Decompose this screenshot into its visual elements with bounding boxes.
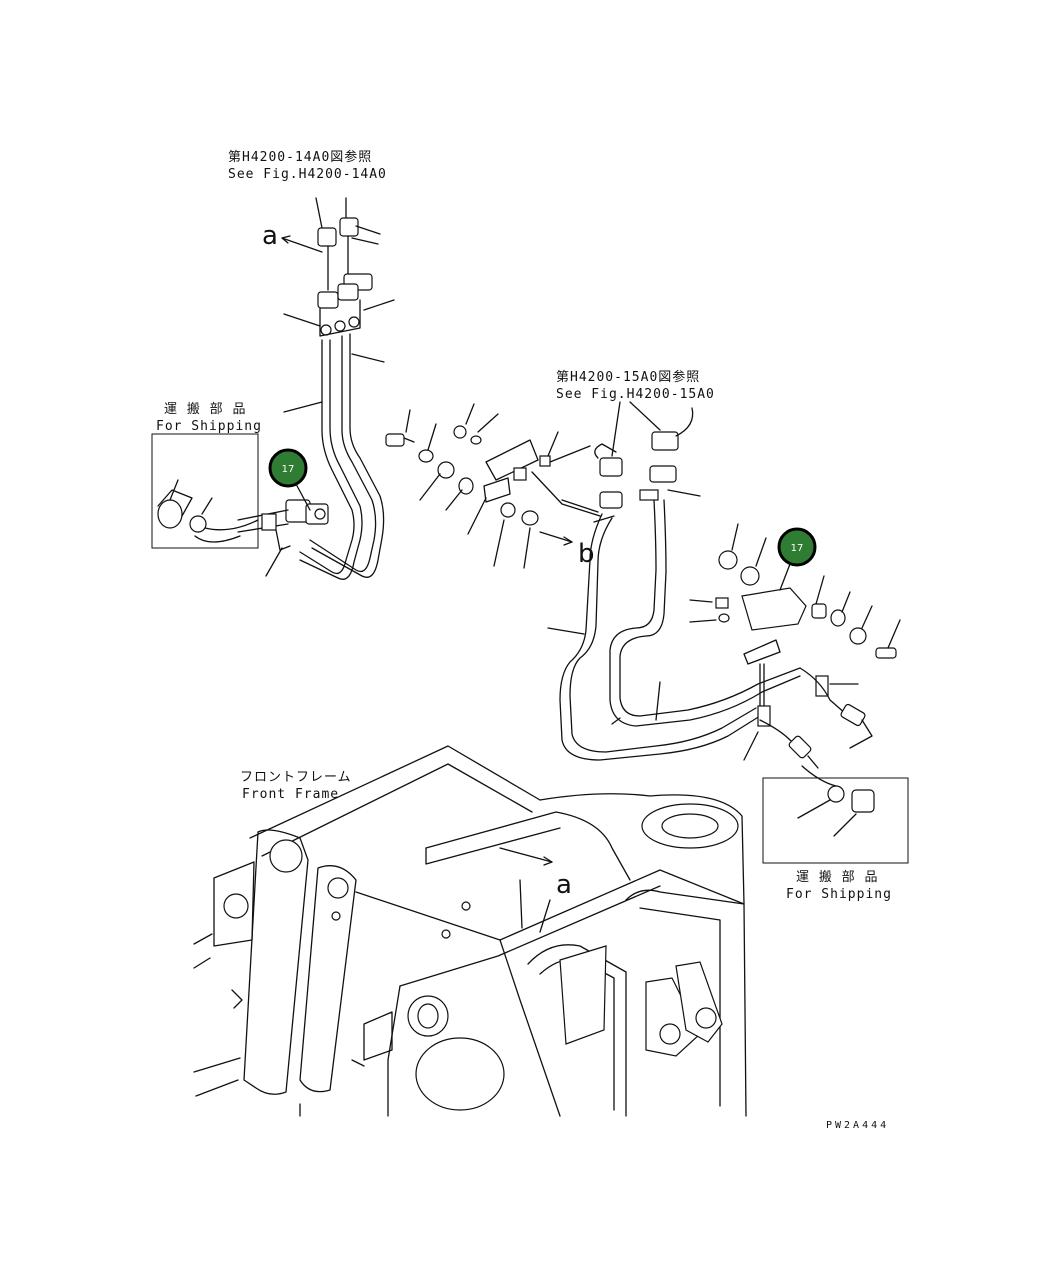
part-badge-17-right-label: 17 <box>791 543 804 554</box>
ref-mid-jp: 第H4200-15A0図参照 <box>556 369 700 385</box>
shipping-right-en: For Shipping <box>786 887 892 902</box>
shipping-box-left <box>151 433 259 549</box>
shipping-left-en: For Shipping <box>156 419 262 434</box>
part-badge-17-right[interactable]: 17 <box>777 527 817 567</box>
front-frame <box>193 745 747 1117</box>
view-marker-a-top: a <box>262 221 278 251</box>
part-badge-17-left-label: 17 <box>282 464 295 475</box>
badge-17-left-leader <box>295 483 311 511</box>
ref-mid-en: See Fig.H4200-15A0 <box>556 387 715 402</box>
drawing-code: PW2A444 <box>826 1120 889 1131</box>
view-marker-a-frame: a <box>556 870 572 900</box>
shipping-right-jp: 運 搬 部 品 <box>796 870 878 885</box>
shipping-left-jp: 運 搬 部 品 <box>164 402 246 417</box>
part-badge-17-left[interactable]: 17 <box>268 448 308 488</box>
middle-tube-assembly <box>547 407 801 761</box>
badge-17-right-leader <box>779 563 791 591</box>
shipping-parts-right <box>797 765 875 837</box>
middle-hardware <box>385 403 601 569</box>
frame-label-jp: フロントフレーム <box>240 770 352 785</box>
shipping-box-right <box>762 777 909 864</box>
ref-top-jp: 第H4200-14A0図参照 <box>228 149 372 165</box>
top-tube-assembly <box>237 217 395 580</box>
frame-label-en: Front Frame <box>242 787 339 802</box>
right-hardware <box>689 523 901 769</box>
shipping-parts-left <box>157 479 259 543</box>
ref-top-en: See Fig.H4200-14A0 <box>228 167 387 182</box>
